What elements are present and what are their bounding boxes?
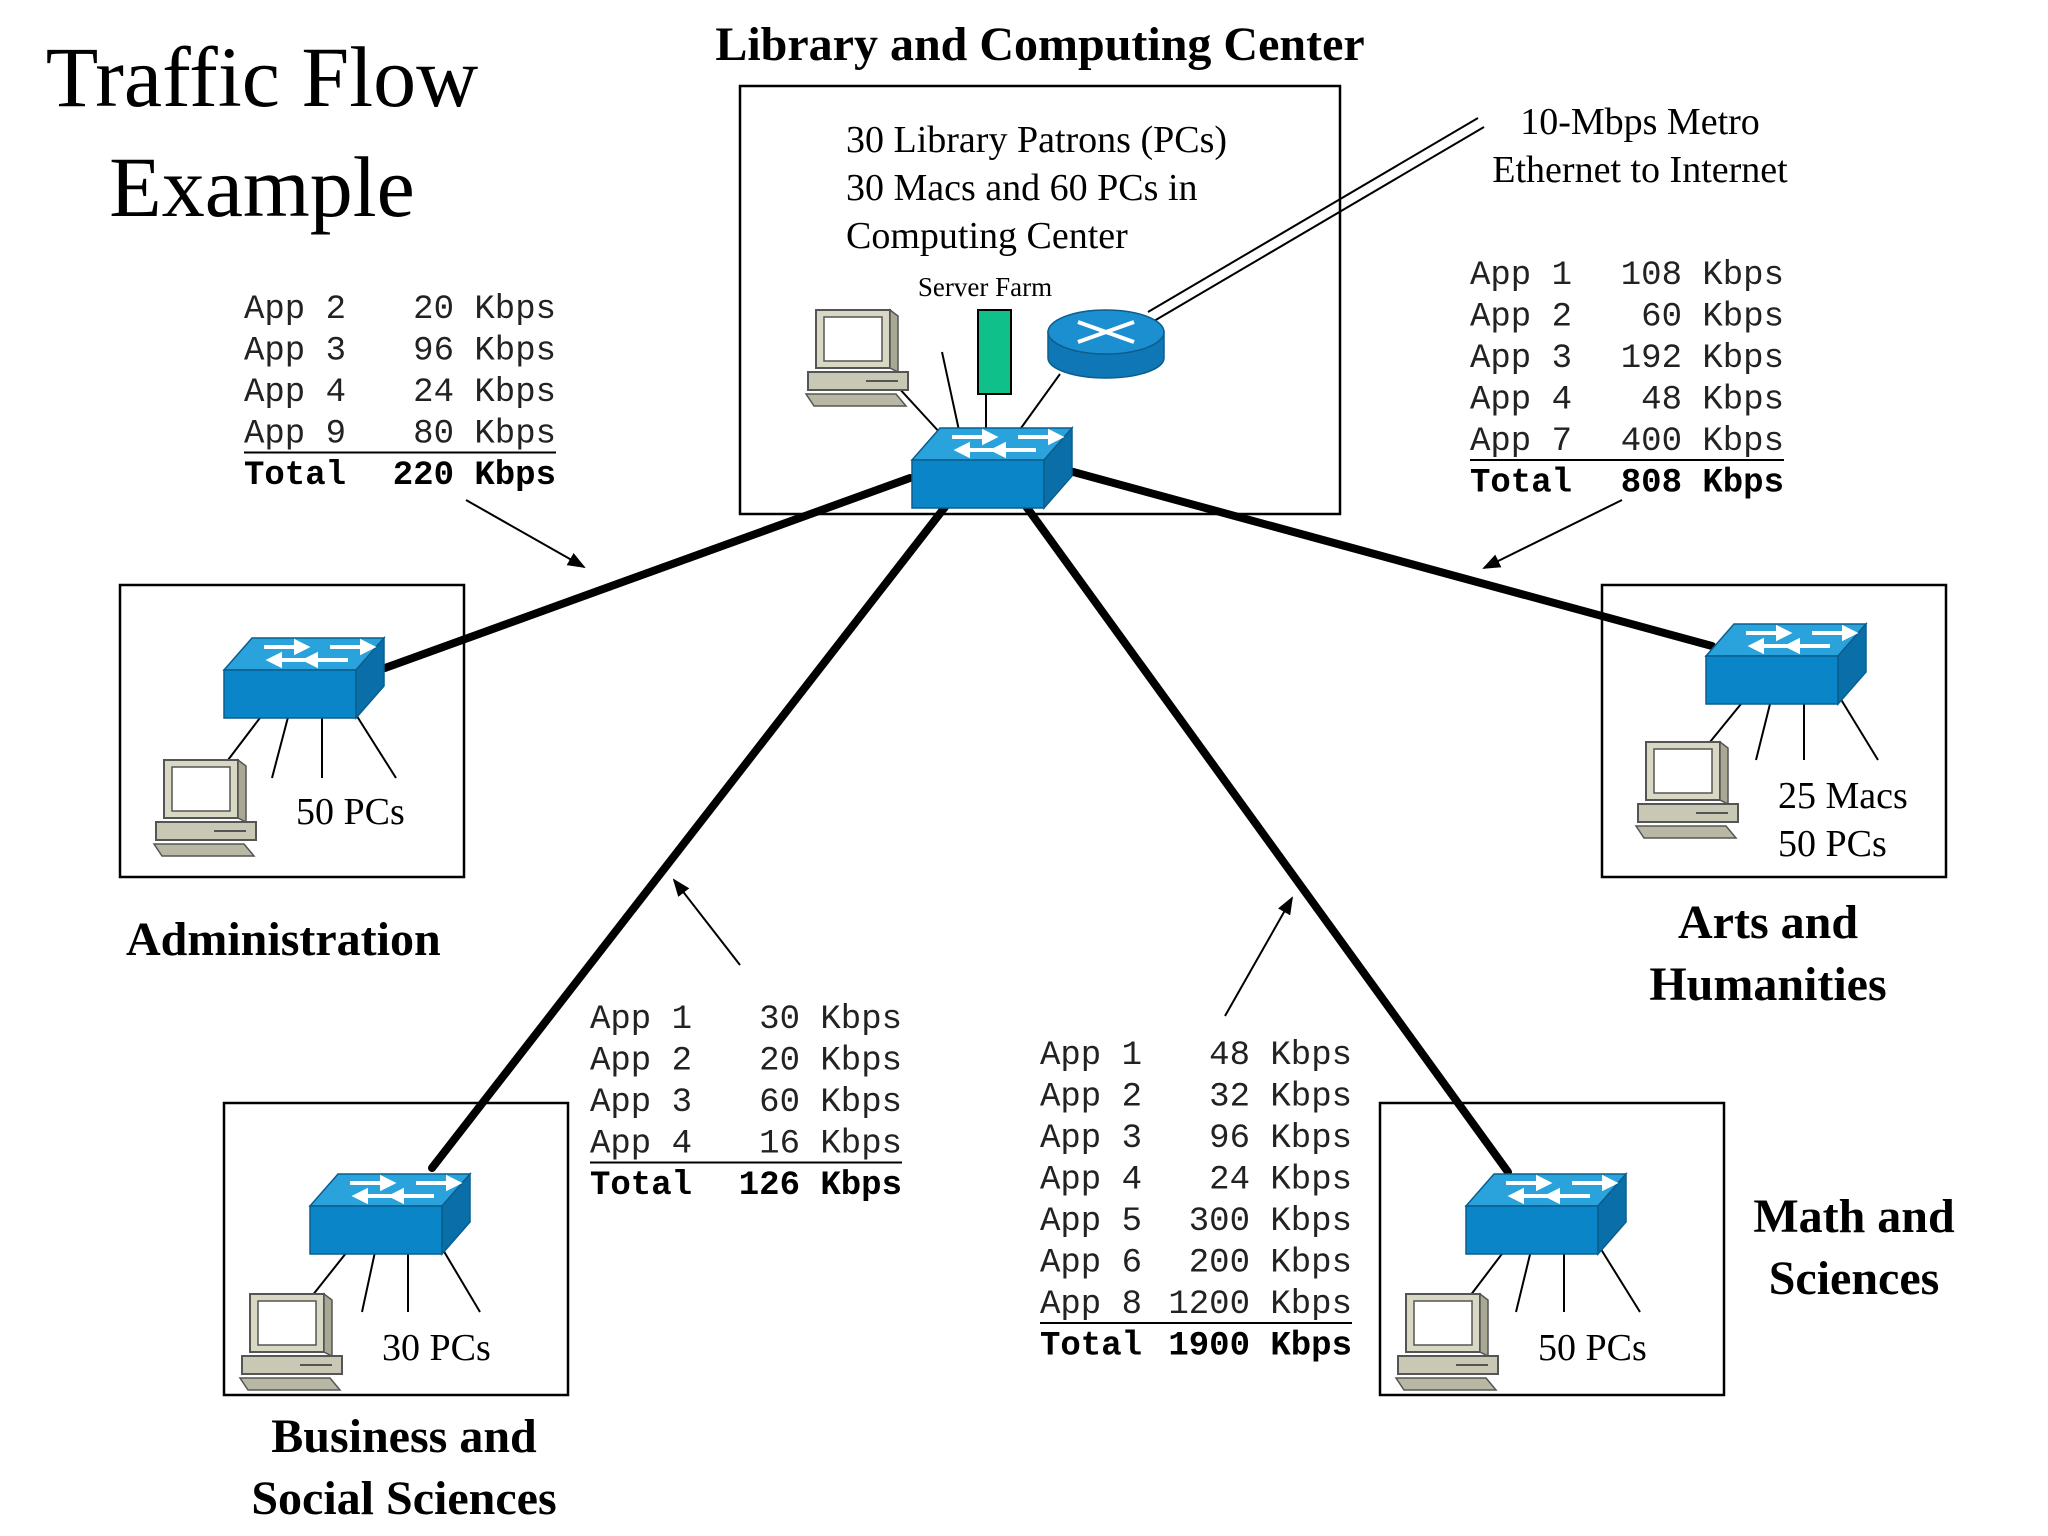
title-line-2: Example	[109, 139, 415, 235]
business-label-2: Social Sciences	[251, 1472, 556, 1525]
flow-total: 808 Kbps	[1621, 465, 1784, 503]
flow-total-label: Total	[590, 1167, 692, 1205]
flow-rate: 80 Kbps	[413, 416, 556, 454]
math-label-1: Math and	[1753, 1190, 1955, 1243]
flow-rate: 16 Kbps	[759, 1126, 902, 1164]
math-hosts: 50 PCs	[1538, 1327, 1647, 1369]
arts-label-2: Humanities	[1649, 958, 1886, 1011]
center-box	[738, 84, 1342, 516]
business-switch-icon	[308, 1172, 472, 1256]
administration-switch-icon	[222, 636, 386, 720]
flow-app: App 9	[244, 416, 346, 454]
flow-app: App 2	[1470, 299, 1572, 337]
link-math	[1016, 494, 1512, 1176]
flow-app: App 8	[1040, 1286, 1142, 1324]
center-label: Library and Computing Center	[715, 18, 1364, 71]
flow-app: App 3	[1040, 1120, 1142, 1158]
flow-app: App 5	[1040, 1203, 1142, 1241]
arts-switch-icon	[1704, 622, 1868, 706]
flow-app: App 1	[1470, 257, 1572, 295]
flow-rate: 48 Kbps	[1209, 1037, 1352, 1075]
title-line-1: Traffic Flow	[46, 29, 478, 125]
flow-rate: 300 Kbps	[1189, 1203, 1352, 1241]
flow-rate: 60 Kbps	[759, 1084, 902, 1122]
math-switch-icon	[1464, 1172, 1628, 1256]
business-hosts: 30 PCs	[382, 1327, 491, 1369]
link-administration	[381, 474, 914, 672]
flow-total: 126 Kbps	[739, 1167, 902, 1205]
flow-app: App 6	[1040, 1245, 1142, 1283]
center-desc-3: Computing Center	[846, 215, 1128, 257]
flow-app: App 4	[1470, 382, 1572, 420]
flow-app: App 4	[244, 374, 346, 412]
flow-rate: 400 Kbps	[1621, 423, 1784, 461]
server-farm-icon	[977, 309, 1012, 395]
center-switch-icon	[910, 426, 1074, 510]
arts-hosts-2: 50 PCs	[1778, 823, 1887, 865]
flow-rate: 20 Kbps	[759, 1043, 902, 1081]
flow-app: App 3	[1470, 340, 1572, 378]
math-label-2: Sciences	[1769, 1252, 1940, 1305]
flow-app: App 3	[244, 333, 346, 371]
arts-hosts-1: 25 Macs	[1778, 775, 1908, 817]
center-desc-1: 30 Library Patrons (PCs)	[846, 119, 1227, 161]
link-arts	[1062, 466, 1716, 650]
arrow-business	[672, 878, 741, 966]
server-farm-label: Server Farm	[918, 272, 1052, 302]
internet-line-2: Ethernet to Internet	[1492, 149, 1788, 191]
business-box	[222, 1101, 570, 1397]
math-pc-icon	[1395, 1293, 1499, 1391]
flow-app: App 4	[1040, 1162, 1142, 1200]
flow-rate: 96 Kbps	[1209, 1120, 1352, 1158]
administration-box	[118, 583, 466, 879]
center-desc-2: 30 Macs and 60 PCs in	[846, 167, 1198, 209]
flow-total: 1900 Kbps	[1168, 1328, 1352, 1366]
flow-total-label: Total	[1470, 465, 1572, 503]
administration-pc-icon	[153, 759, 257, 857]
administration-label: Administration	[126, 913, 441, 966]
flow-rate: 24 Kbps	[1209, 1162, 1352, 1200]
flow-app: App 4	[590, 1126, 692, 1164]
flow-rate: 192 Kbps	[1621, 340, 1784, 378]
flow-rate: 24 Kbps	[413, 374, 556, 412]
flow-app: App 1	[1040, 1037, 1142, 1075]
router-icon	[1047, 309, 1165, 379]
flow-app: App 2	[244, 291, 346, 329]
flow-app: App 7	[1470, 423, 1572, 461]
flow-rate: 30 Kbps	[759, 1001, 902, 1039]
flow-rate: 108 Kbps	[1621, 257, 1784, 295]
flow-rate: 60 Kbps	[1641, 299, 1784, 337]
arts-box	[1600, 583, 1948, 879]
math-box	[1378, 1101, 1726, 1397]
flow-app: App 2	[1040, 1079, 1142, 1117]
arts-pc-icon	[1635, 741, 1739, 839]
business-pc-icon	[239, 1293, 343, 1391]
arts-label-1: Arts and	[1678, 896, 1858, 949]
flow-rate: 20 Kbps	[413, 291, 556, 329]
flow-rate: 96 Kbps	[413, 333, 556, 371]
center-pc-icon	[805, 309, 909, 407]
arrow-administration	[465, 499, 586, 568]
administration-hosts: 50 PCs	[296, 791, 405, 833]
flow-total: 220 Kbps	[393, 457, 556, 495]
flow-rate: 200 Kbps	[1189, 1245, 1352, 1283]
arrow-arts	[1482, 499, 1623, 569]
flow-rate: 32 Kbps	[1209, 1079, 1352, 1117]
flow-app: App 2	[590, 1043, 692, 1081]
flow-app: App 1	[590, 1001, 692, 1039]
flow-total-label: Total	[1040, 1328, 1142, 1366]
arrow-math	[1224, 896, 1293, 1017]
link-business	[428, 494, 956, 1172]
flow-total-label: Total	[244, 457, 346, 495]
flow-rate: 48 Kbps	[1641, 382, 1784, 420]
flow-rate: 1200 Kbps	[1168, 1286, 1352, 1324]
internet-line-1: 10-Mbps Metro	[1520, 101, 1760, 143]
flow-app: App 3	[590, 1084, 692, 1122]
business-label-1: Business and	[271, 1410, 537, 1463]
